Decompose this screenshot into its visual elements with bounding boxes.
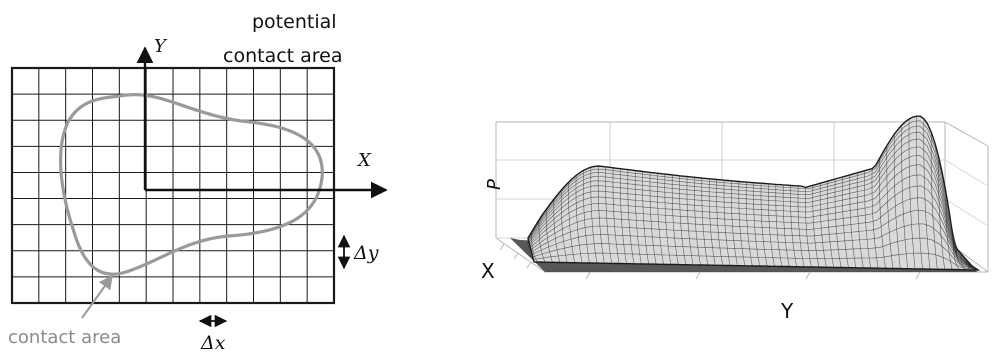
mesh-line-y bbox=[527, 131, 972, 267]
mesh-line-x bbox=[879, 158, 886, 269]
mesh-line-y bbox=[530, 210, 975, 269]
potential-contact-area-label-line1: potential bbox=[252, 11, 337, 33]
mesh-line-x bbox=[908, 118, 916, 269]
potential-contact-frame bbox=[10, 66, 336, 305]
mesh-line-x bbox=[597, 165, 605, 264]
mesh-line-y bbox=[527, 120, 973, 267]
mesh-line-x bbox=[805, 187, 812, 268]
mesh-line-y bbox=[527, 164, 972, 268]
mesh-line-x bbox=[916, 116, 923, 270]
discretization-diagram: Y X potential contact area Δy Δx contact… bbox=[8, 11, 388, 354]
mesh-line-x bbox=[790, 185, 797, 267]
mesh-line-y bbox=[527, 146, 972, 268]
pressure-distribution-plot: P X Y bbox=[481, 115, 989, 323]
contact-area-label: contact area bbox=[8, 327, 121, 348]
mesh-line-y bbox=[527, 125, 972, 267]
contact-area-curve bbox=[58, 93, 324, 276]
contact-area-pointer bbox=[81, 274, 113, 319]
mesh-line-x bbox=[553, 199, 561, 263]
mesh-line-x bbox=[797, 185, 805, 267]
mesh-line-x bbox=[538, 219, 546, 263]
mesh-line-y bbox=[529, 197, 974, 269]
mesh-line-y bbox=[527, 155, 972, 268]
y-axis-label-3d: Y bbox=[780, 299, 794, 323]
x-axis-label: X bbox=[356, 150, 372, 171]
p-axis-label: P bbox=[484, 179, 505, 190]
mesh-line-x bbox=[938, 157, 945, 270]
mesh-line-y bbox=[528, 185, 973, 269]
delta-x-label: Δx bbox=[200, 332, 226, 354]
pressure-surface bbox=[527, 115, 981, 271]
potential-contact-area-label-line2: contact area bbox=[223, 45, 343, 67]
y-axis-label: Y bbox=[154, 36, 168, 57]
pressure-surface-mesh bbox=[527, 116, 978, 271]
mesh-line-x bbox=[590, 167, 598, 264]
mesh-line-y bbox=[532, 252, 978, 270]
x-axis-label-3d: X bbox=[481, 259, 495, 283]
mesh-line-x bbox=[923, 118, 931, 270]
delta-y-label: Δy bbox=[353, 242, 379, 264]
mesh-line-y bbox=[527, 138, 972, 267]
mesh-line-y bbox=[527, 174, 973, 268]
mesh-line-y bbox=[530, 223, 976, 270]
mesh-line-y bbox=[531, 237, 977, 270]
